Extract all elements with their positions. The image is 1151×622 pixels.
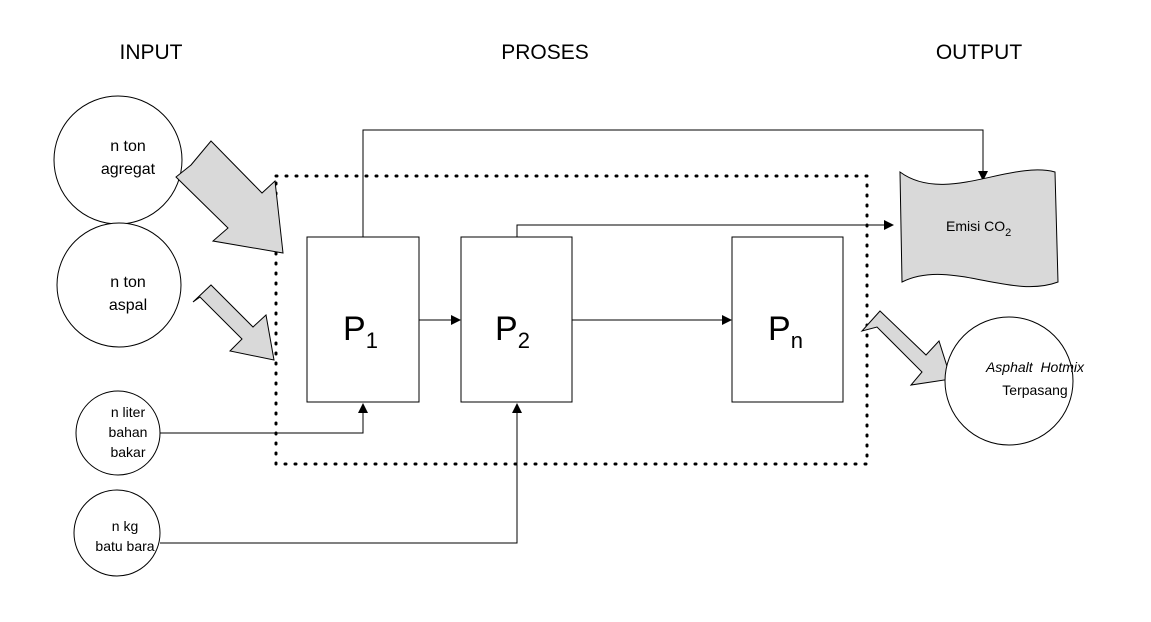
process-p1-letter: P [343, 310, 366, 348]
input-fuel-line3: bakar [110, 444, 145, 460]
process-pn: Pn [731, 236, 844, 403]
input-fuel: n liter bahan bakar [75, 390, 161, 476]
process-pn-box [731, 236, 844, 403]
input-coal-circle [73, 489, 161, 577]
input-fuel-line1: n liter [111, 404, 146, 420]
arrow-p1-to-emission [362, 129, 988, 237]
process-p2-label: P2 [495, 310, 530, 353]
process-p2-subscript: 2 [518, 328, 530, 353]
input-aggregate-circle [53, 95, 183, 225]
process-p2-letter: P [495, 310, 518, 348]
input-coal-line2: batu bara [95, 538, 154, 554]
emission-label: Emisi CO2 [946, 218, 1011, 239]
arrow-coal-to-p2 [160, 403, 522, 544]
input-asphalt-line1: n ton [110, 274, 146, 291]
process-p2-box [460, 236, 573, 403]
input-coal: n kg batu bara [73, 489, 161, 577]
input-fuel-line2: bahan [109, 424, 148, 440]
input-asphalt: n ton aspal [56, 222, 182, 348]
header-process: PROSES [501, 41, 589, 64]
input-aggregate: n ton agregat [53, 95, 183, 225]
process-pn-letter: P [768, 310, 791, 348]
process-p1-label: P1 [343, 310, 378, 353]
arrow-p2-to-emission [516, 220, 894, 237]
process-p1-subscript: 1 [366, 328, 378, 353]
input-aggregate-line2: agregat [101, 161, 156, 178]
output-product: Asphalt Hotmix Terpasang [944, 316, 1085, 446]
process-p2: P2 [460, 236, 573, 403]
arrow-fuel-to-p1 [160, 403, 368, 434]
block-arrow-asphalt [192, 284, 275, 361]
emission-text: Emisi CO [946, 218, 1005, 234]
input-asphalt-circle [56, 222, 182, 348]
emission-subscript: 2 [1005, 227, 1011, 239]
emission-document-shape [899, 169, 1059, 288]
product-line2: Terpasang [1002, 382, 1067, 398]
block-arrow-output [860, 310, 952, 386]
header-output: OUTPUT [936, 41, 1023, 64]
input-asphalt-line2: aspal [109, 297, 147, 314]
process-pn-subscript: n [791, 328, 803, 353]
block-arrow-aggregate [175, 140, 284, 254]
input-aggregate-line1: n ton [110, 138, 146, 155]
header-input: INPUT [120, 41, 183, 64]
product-line1: Asphalt Hotmix [985, 359, 1085, 375]
input-coal-line1: n kg [112, 518, 138, 534]
output-emission: Emisi CO2 [899, 169, 1059, 288]
process-p1: P1 [306, 236, 420, 403]
output-product-circle [944, 316, 1074, 446]
process-pn-label: Pn [768, 310, 803, 353]
